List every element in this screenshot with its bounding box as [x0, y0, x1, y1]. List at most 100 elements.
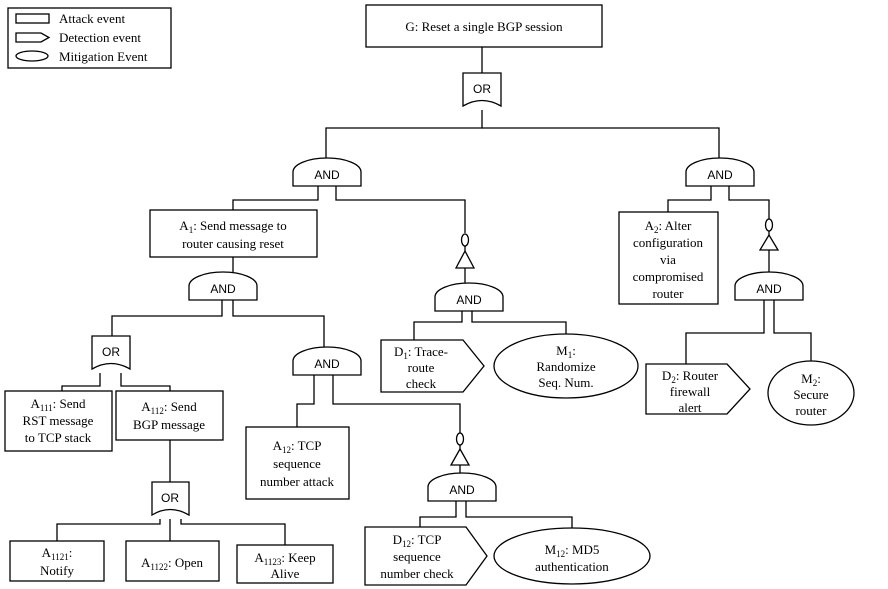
mitigation-node-m1: M1: Randomize Seq. Num.	[493, 333, 639, 399]
mitigation-node-m12: M12: MD5 authentication	[493, 527, 651, 585]
m2-line-1: Secure	[793, 387, 829, 402]
attack-node-a1121: A1121: Notify	[9, 540, 105, 582]
a111-id: A	[30, 396, 40, 411]
svg-text:A1123: Keep: A1123: Keep	[254, 550, 315, 567]
a111-sub: 111	[40, 403, 53, 413]
legend-detection-label: Detection event	[59, 30, 141, 45]
svg-text:D2: Router: D2: Router	[662, 368, 719, 385]
d1-line-0: : Trace-	[408, 344, 448, 359]
and-gate-left: AND	[292, 157, 362, 187]
and-gate-left-label: AND	[314, 168, 340, 182]
svg-text:A111: Send: A111: Send	[30, 396, 86, 413]
a1121-id: A	[42, 545, 52, 560]
d1-sub: 1	[403, 351, 408, 361]
attack-node-a1122: A1122: Open	[125, 540, 220, 582]
d1-id: D	[394, 344, 403, 359]
a1-sub: 1	[189, 225, 194, 235]
svg-text:A1122: Open: A1122: Open	[141, 555, 204, 572]
inhibit-symbol-m1	[454, 233, 476, 269]
svg-text:A12: TCP: A12: TCP	[273, 438, 322, 455]
a2-id: A	[645, 218, 655, 233]
detection-node-d1: D1: Trace- route check	[380, 339, 485, 393]
svg-text:A1: Send message to: A1: Send message to	[179, 218, 286, 235]
a2-line-4: router	[652, 286, 684, 301]
svg-text:M12: MD5: M12: MD5	[545, 542, 600, 559]
svg-text:A112: Send: A112: Send	[141, 399, 197, 416]
m12-line-0: : MD5	[565, 542, 599, 557]
m2-sub: 2	[813, 378, 818, 388]
and-gate-right-label: AND	[707, 168, 733, 182]
m2-line-2: router	[795, 403, 827, 418]
or-gate-a11-label: OR	[102, 345, 120, 359]
a112-id: A	[141, 399, 151, 414]
goal-label: G: Reset a single BGP session	[405, 19, 563, 34]
legend-attack-symbol	[15, 13, 50, 24]
inhibit-symbol-m2	[758, 218, 780, 251]
m12-sub: 12	[556, 549, 565, 559]
a1-line-0: : Send message to	[193, 218, 287, 233]
and-gate-m1-label: AND	[456, 293, 482, 307]
d2-sub: 2	[671, 375, 676, 385]
d2-line-0: : Router	[676, 368, 719, 383]
a1-line-1: router causing reset	[182, 236, 284, 251]
a2-line-0: : Alter	[659, 218, 693, 233]
attack-node-a112: A112: Send BGP message	[115, 390, 224, 441]
d2-id: D	[662, 368, 671, 383]
m1-id: M	[556, 343, 568, 358]
a112-line-0: : Send	[164, 399, 197, 414]
a111-line-1: RST message	[23, 413, 94, 428]
svg-text:M2:: M2:	[801, 371, 821, 388]
a1122-sub: 1122	[150, 562, 168, 572]
and-gate-m2: AND	[734, 271, 804, 301]
a1123-line-0: : Keep	[281, 550, 315, 565]
or-gate-top: OR	[462, 72, 502, 108]
svg-text:M1:: M1:	[556, 343, 576, 360]
d2-line-2: alert	[678, 400, 701, 415]
svg-text:D1: Trace-: D1: Trace-	[394, 344, 448, 361]
a12-line-1: sequence	[273, 456, 321, 471]
svg-text:D12: TCP: D12: TCP	[393, 532, 442, 549]
m1-line-0: :	[572, 343, 576, 358]
a111-line-2: to TCP stack	[25, 430, 92, 445]
attack-node-a2: A2: Alter configuration via compromised …	[618, 211, 719, 305]
attack-node-a1: A1: Send message to router causing reset	[149, 209, 318, 258]
m2-id: M	[801, 371, 813, 386]
svg-text:A2: Alter: A2: Alter	[645, 218, 692, 235]
a1122-line-0: : Open	[168, 555, 204, 570]
d12-sub: 12	[402, 539, 411, 549]
a2-line-1: configuration	[633, 235, 704, 250]
d12-line-1: sequence	[393, 549, 441, 564]
legend-detection-symbol	[15, 32, 51, 43]
a12-line-0: : TCP	[291, 438, 321, 453]
or-gate-a112: OR	[151, 481, 190, 517]
a1123-line-1: Alive	[271, 566, 300, 581]
and-gate-m12-label: AND	[449, 483, 475, 497]
d12-line-2: number check	[380, 566, 454, 581]
a12-sub: 12	[282, 445, 291, 455]
detection-node-d2: D2: Router firewall alert	[645, 363, 751, 415]
a111-line-0: : Send	[53, 396, 86, 411]
and-gate-m2-label: AND	[756, 282, 782, 296]
a2-line-2: via	[660, 252, 676, 267]
inhibit-symbol-m12	[449, 432, 471, 466]
m12-line-1: authentication	[535, 559, 609, 574]
and-gate-a1: AND	[188, 271, 258, 301]
a112-line-1: BGP message	[133, 417, 205, 432]
a2-line-3: compromised	[633, 269, 704, 284]
m1-sub: 1	[568, 350, 573, 360]
a112-sub: 112	[151, 406, 164, 416]
and-gate-m12: AND	[427, 472, 497, 502]
or-gate-a11: OR	[91, 335, 131, 371]
attack-node-a12: A12: TCP sequence number attack	[245, 426, 350, 500]
a1-id: A	[179, 218, 189, 233]
legend-mitigation-symbol	[15, 50, 49, 62]
a1121-line-0: :	[69, 545, 73, 560]
attack-node-a1123: A1123: Keep Alive	[236, 544, 334, 584]
m12-id: M	[545, 542, 557, 557]
legend-attack-label: Attack event	[59, 11, 125, 26]
attack-node-a111: A111: Send RST message to TCP stack	[4, 390, 113, 452]
and-gate-m1: AND	[434, 282, 504, 312]
and-gate-a1-label: AND	[210, 282, 236, 296]
and-gate-right: AND	[685, 157, 755, 187]
d12-id: D	[393, 532, 402, 547]
